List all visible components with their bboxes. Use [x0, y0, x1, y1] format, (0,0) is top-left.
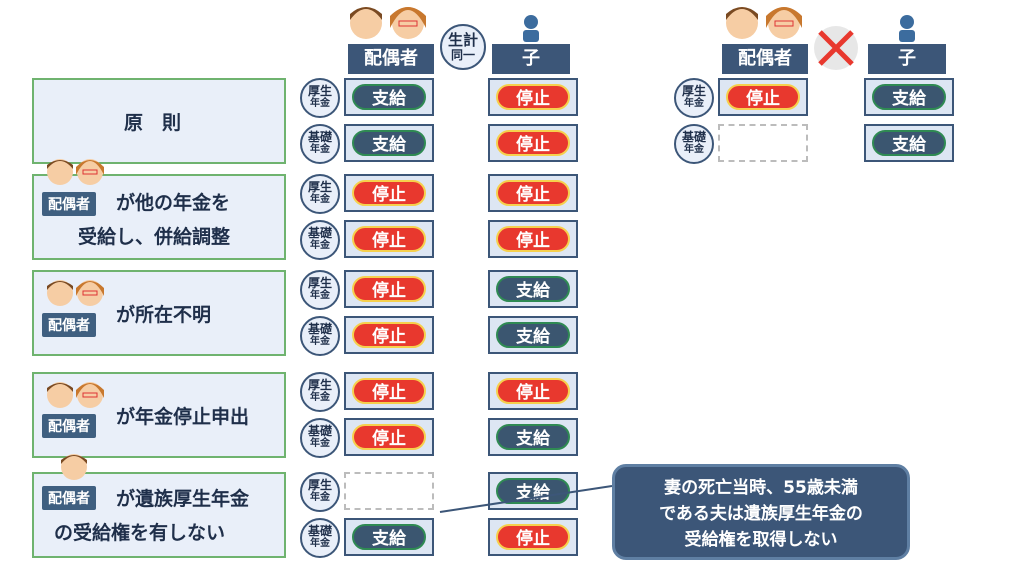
stop-badge: 停止 [352, 378, 426, 404]
child-kosei-cell: 停止 [488, 372, 578, 410]
spouse-column-header: 配偶者 [348, 44, 434, 74]
spouse-kosei-cell: 停止 [344, 174, 434, 212]
kiso-pension-badge: 基礎年金 [300, 418, 340, 458]
couple-avatar-icon [47, 382, 104, 408]
child-kiso-cell: 支給 [488, 418, 578, 456]
spouse-kiso-cell: 支給 [344, 518, 434, 556]
kosei-pension-badge: 厚生年金 [300, 270, 340, 310]
kosei-pension-badge: 厚生年金 [300, 472, 340, 512]
pay-badge: 支給 [352, 130, 426, 156]
child-kiso-cell: 停止 [488, 518, 578, 556]
spouse-kosei-cell: 停止 [344, 372, 434, 410]
row-principle [32, 78, 286, 164]
row-stop-request-line1: が年金停止申出 [116, 406, 250, 428]
cross-mark-icon [814, 26, 858, 70]
right-child-kiso-cell: 支給 [864, 124, 954, 162]
stop-badge: 停止 [496, 378, 570, 404]
kiso-pension-badge: 基礎年金 [300, 518, 340, 558]
kosei-pension-badge: 厚生年金 [300, 78, 340, 118]
couple-avatar-icon [726, 7, 802, 39]
spouse-kosei-cell: 支給 [344, 78, 434, 116]
kosei-pension-badge: 厚生年金 [300, 174, 340, 214]
pay-badge: 支給 [496, 478, 570, 504]
stop-badge: 停止 [496, 84, 570, 110]
pay-badge: 支給 [496, 276, 570, 302]
same-household-badge: 生計 同一 [440, 24, 486, 70]
row-principle-label: 原 則 [124, 112, 182, 134]
stop-badge: 停止 [352, 180, 426, 206]
right-spouse-column-header: 配偶者 [722, 44, 808, 74]
child-kosei-cell: 停止 [488, 78, 578, 116]
callout-line3: 受給権を取得しない [684, 530, 838, 550]
stop-badge: 停止 [352, 424, 426, 450]
row-other-pension [32, 174, 286, 260]
spouse-chip: 配偶者 [42, 414, 96, 438]
kosei-pension-badge: 厚生年金 [300, 372, 340, 412]
row-no-entitlement-line1: が遺族厚生年金 [116, 488, 250, 510]
spouse-kiso-cell: 停止 [344, 316, 434, 354]
couple-avatar-icon [47, 280, 104, 306]
kiso-pension-badge: 基礎年金 [300, 124, 340, 164]
child-kiso-cell: 停止 [488, 220, 578, 258]
right-child-kosei-cell: 支給 [864, 78, 954, 116]
kiso-pension-badge: 基礎年金 [300, 316, 340, 356]
couple-avatar-icon [350, 7, 426, 39]
child-column-header: 子 [492, 44, 570, 74]
stop-badge: 停止 [496, 130, 570, 156]
callout-line1: 妻の死亡当時、55歳未満 [664, 478, 858, 498]
spouse-chip: 配偶者 [42, 192, 96, 216]
child-avatar-icon [523, 15, 539, 42]
row-other-pension-line2: 受給し、併給調整 [78, 226, 231, 248]
spouse-kosei-cell: 停止 [344, 270, 434, 308]
row-no-entitlement-line2: の受給権を有しない [54, 522, 226, 544]
stop-badge: 停止 [496, 524, 570, 550]
row-missing-line1: が所在不明 [116, 304, 212, 326]
spouse-kiso-cell: 停止 [344, 220, 434, 258]
child-kosei-cell: 支給 [488, 270, 578, 308]
stop-badge: 停止 [352, 322, 426, 348]
child-kiso-cell: 支給 [488, 316, 578, 354]
stop-badge: 停止 [352, 276, 426, 302]
pay-badge: 支給 [496, 424, 570, 450]
right-spouse-kiso-empty-cell [718, 124, 808, 162]
pay-badge: 支給 [872, 130, 946, 156]
note-callout: 妻の死亡当時、55歳未満 である夫は遺族厚生年金の 受給権を取得しない [612, 464, 910, 560]
stop-badge: 停止 [496, 180, 570, 206]
stop-badge: 停止 [726, 84, 800, 110]
spouse-kosei-empty-cell [344, 472, 434, 510]
pay-badge: 支給 [496, 322, 570, 348]
kiso-pension-badge: 基礎年金 [300, 220, 340, 260]
pay-badge: 支給 [872, 84, 946, 110]
kiso-pension-badge: 基礎年金 [674, 124, 714, 164]
callout-connector [439, 485, 613, 513]
spouse-chip: 配偶者 [42, 313, 96, 337]
child-kosei-cell: 支給 [488, 472, 578, 510]
row-other-pension-line1: が他の年金を [116, 192, 231, 214]
child-kiso-cell: 停止 [488, 124, 578, 162]
husband-avatar-icon [61, 454, 87, 480]
kosei-pension-badge: 厚生年金 [674, 78, 714, 118]
right-spouse-kosei-cell: 停止 [718, 78, 808, 116]
couple-avatar-icon [47, 159, 104, 185]
pay-badge: 支給 [352, 84, 426, 110]
child-kosei-cell: 停止 [488, 174, 578, 212]
spouse-chip: 配偶者 [42, 486, 96, 510]
pay-badge: 支給 [352, 524, 426, 550]
callout-line2: である夫は遺族厚生年金の [659, 504, 863, 524]
spouse-kiso-cell: 支給 [344, 124, 434, 162]
child-avatar-icon [899, 15, 915, 42]
right-child-column-header: 子 [868, 44, 946, 74]
stop-badge: 停止 [496, 226, 570, 252]
spouse-kiso-cell: 停止 [344, 418, 434, 456]
stop-badge: 停止 [352, 226, 426, 252]
